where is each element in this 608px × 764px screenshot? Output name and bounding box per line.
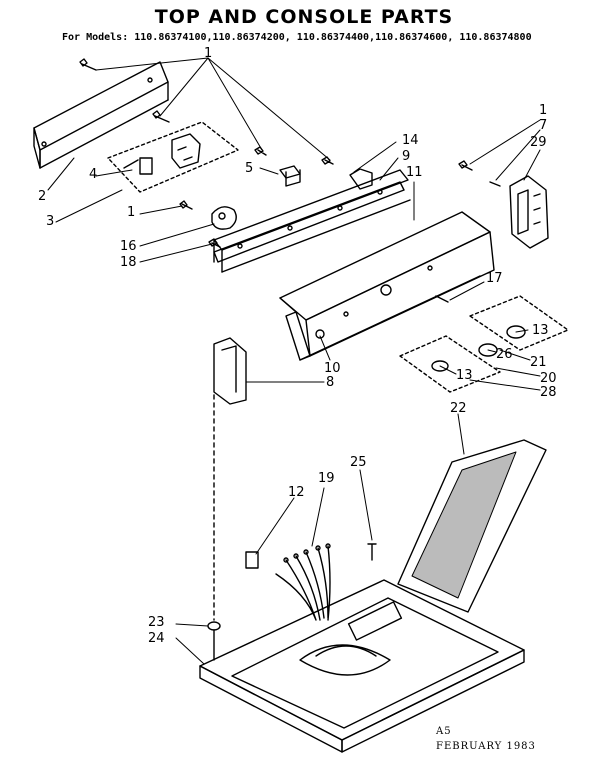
callout-9: 9 bbox=[402, 149, 411, 164]
part-29-end-bracket bbox=[489, 175, 549, 249]
callout-1-top: 1 bbox=[204, 46, 213, 61]
part-5-switch bbox=[279, 165, 301, 187]
callout-18: 18 bbox=[120, 255, 137, 270]
callout-23: 23 bbox=[148, 615, 165, 630]
callout-16: 16 bbox=[120, 239, 137, 254]
callout-17: 17 bbox=[486, 271, 503, 286]
models-line: For Models: 110.86374100,110.86374200, 1… bbox=[62, 32, 532, 43]
callout-5: 5 bbox=[245, 161, 254, 176]
footer-date: FEBRUARY 1983 bbox=[436, 741, 536, 752]
part-12-connector bbox=[245, 551, 259, 569]
callout-8: 8 bbox=[326, 375, 335, 390]
callout-14: 14 bbox=[402, 133, 419, 148]
part-2-rear-panel bbox=[33, 61, 169, 169]
callout-3: 3 bbox=[46, 214, 55, 229]
callout-21: 21 bbox=[530, 355, 547, 370]
part-3-4-bracket-group bbox=[107, 121, 239, 193]
callout-11: 11 bbox=[406, 165, 423, 180]
part-19-wire-harness bbox=[275, 543, 331, 621]
callout-24: 24 bbox=[148, 631, 165, 646]
callout-13-upper: 13 bbox=[532, 323, 549, 338]
footer-code: A5 bbox=[436, 726, 452, 737]
callout-13-lower: 13 bbox=[456, 368, 473, 383]
knob-group-boxes bbox=[399, 295, 569, 393]
main-top-cabinet bbox=[199, 579, 525, 753]
callout-26: 26 bbox=[496, 347, 513, 362]
callout-1-left: 1 bbox=[127, 205, 136, 220]
callout-28: 28 bbox=[540, 385, 557, 400]
part-23-24-foot bbox=[207, 621, 221, 661]
part-22-lid bbox=[397, 439, 547, 613]
callout-20: 20 bbox=[540, 371, 557, 386]
callout-4: 4 bbox=[89, 167, 98, 182]
callout-22: 22 bbox=[450, 401, 467, 416]
screw-set-1 bbox=[79, 58, 473, 248]
callout-1-right: 1 bbox=[539, 103, 548, 118]
part-8-end-cap bbox=[213, 337, 247, 405]
callout-7: 7 bbox=[539, 118, 548, 133]
part-25-screw bbox=[367, 543, 377, 561]
part-11-console-panel bbox=[279, 211, 495, 361]
part-16-timer bbox=[211, 206, 237, 230]
page-title: TOP AND CONSOLE PARTS bbox=[154, 6, 454, 28]
callout-2: 2 bbox=[38, 189, 47, 204]
leader-lines bbox=[47, 57, 541, 665]
callout-25: 25 bbox=[350, 455, 367, 470]
callout-19: 19 bbox=[318, 471, 335, 486]
part-9-control-bracket bbox=[213, 168, 411, 273]
callout-12: 12 bbox=[288, 485, 305, 500]
callout-10: 10 bbox=[324, 361, 341, 376]
callout-29: 29 bbox=[530, 135, 547, 150]
